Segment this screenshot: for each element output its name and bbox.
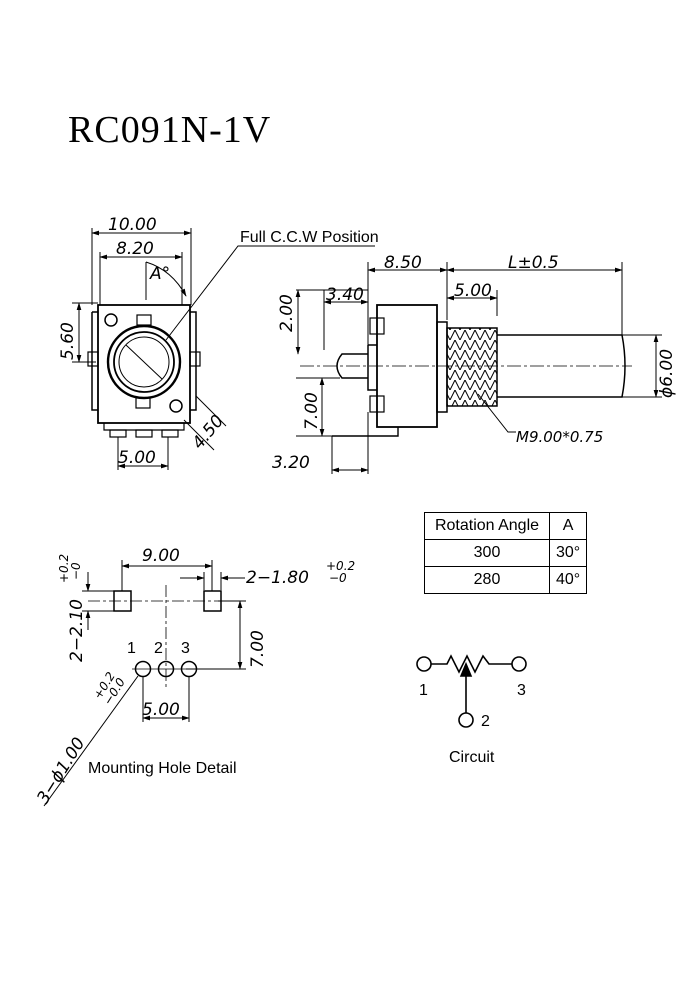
mounting-hole-detail [43,560,246,807]
full-ccw-callout: Full C.C.W Position [240,229,379,246]
thread-callout: M9.00*0.75 [516,428,603,446]
circuit-pin-3-label: 3 [517,682,526,699]
dim-shaft-diameter: ϕ6.00 [657,349,677,398]
dim-8-50: 8.50 [384,253,422,273]
side-view [295,262,662,474]
table-header-a: A [548,512,588,540]
dim-slot-height-tol-lower: −0 [69,562,83,580]
table-cell: 40° [548,566,588,594]
mounting-caption: Mounting Hole Detail [88,760,237,777]
mount-pin-label-3: 3 [181,640,190,657]
circuit-caption: Circuit [449,749,495,766]
dim-slot-width: 2−1.80 [246,568,309,588]
table-row: 300 30° [424,539,588,567]
circuit-terminal-1 [416,656,432,672]
table-header-rotation-angle: Rotation Angle [424,512,550,540]
dim-pin-5-00: 5.00 [118,448,156,468]
dim-slot-width-tol-upper: +0.2 [326,559,355,573]
mount-pin-label-1: 1 [127,640,136,657]
rotation-angle-table: Rotation Angle A 300 30° 280 40° [424,512,588,594]
circuit-pin-1-label: 1 [419,682,428,699]
table-header-row: Rotation Angle A [424,512,588,540]
table-row: 280 40° [424,566,588,594]
dim-width-8-20: 8.20 [116,239,154,259]
table-cell: 300 [424,539,550,567]
dim-4-50: 4.50 [189,411,229,453]
dim-row-offset: 7.00 [248,630,268,668]
dim-slot-height: 2−2.10 [67,599,87,662]
front-view [72,228,375,470]
dim-slot-width-tol-lower: −0 [329,571,347,585]
circuit-terminal-3 [511,656,527,672]
dim-hole-diameter: 3−ϕ1.00 [33,734,89,807]
mount-pin-label-2: 2 [154,640,163,657]
dim-angle-a: A° [149,264,170,284]
dim-3-20: 3.20 [272,453,310,473]
circuit-pin-2-label: 2 [481,713,490,730]
dim-length-l: L±0.5 [508,253,559,273]
dim-slot-spacing: 9.00 [142,546,180,566]
dim-7-00: 7.00 [302,392,322,430]
dim-2-00: 2.00 [277,294,297,332]
part-number-title: RC091N-1V [68,109,272,151]
dim-width-10: 10.00 [108,215,157,235]
dim-3-40: 3.40 [326,285,364,305]
dim-slot-height-tol-upper: +0.2 [57,554,71,583]
dim-pin-pitch: 5.00 [142,700,180,720]
circuit-symbol [416,654,527,728]
resistor-zigzag [431,654,512,674]
table-cell: 30° [548,539,588,567]
dim-5-00: 5.00 [454,281,492,301]
circuit-terminal-2 [458,712,474,728]
dim-height-5-60: 5.60 [58,322,78,360]
table-cell: 280 [424,566,550,594]
